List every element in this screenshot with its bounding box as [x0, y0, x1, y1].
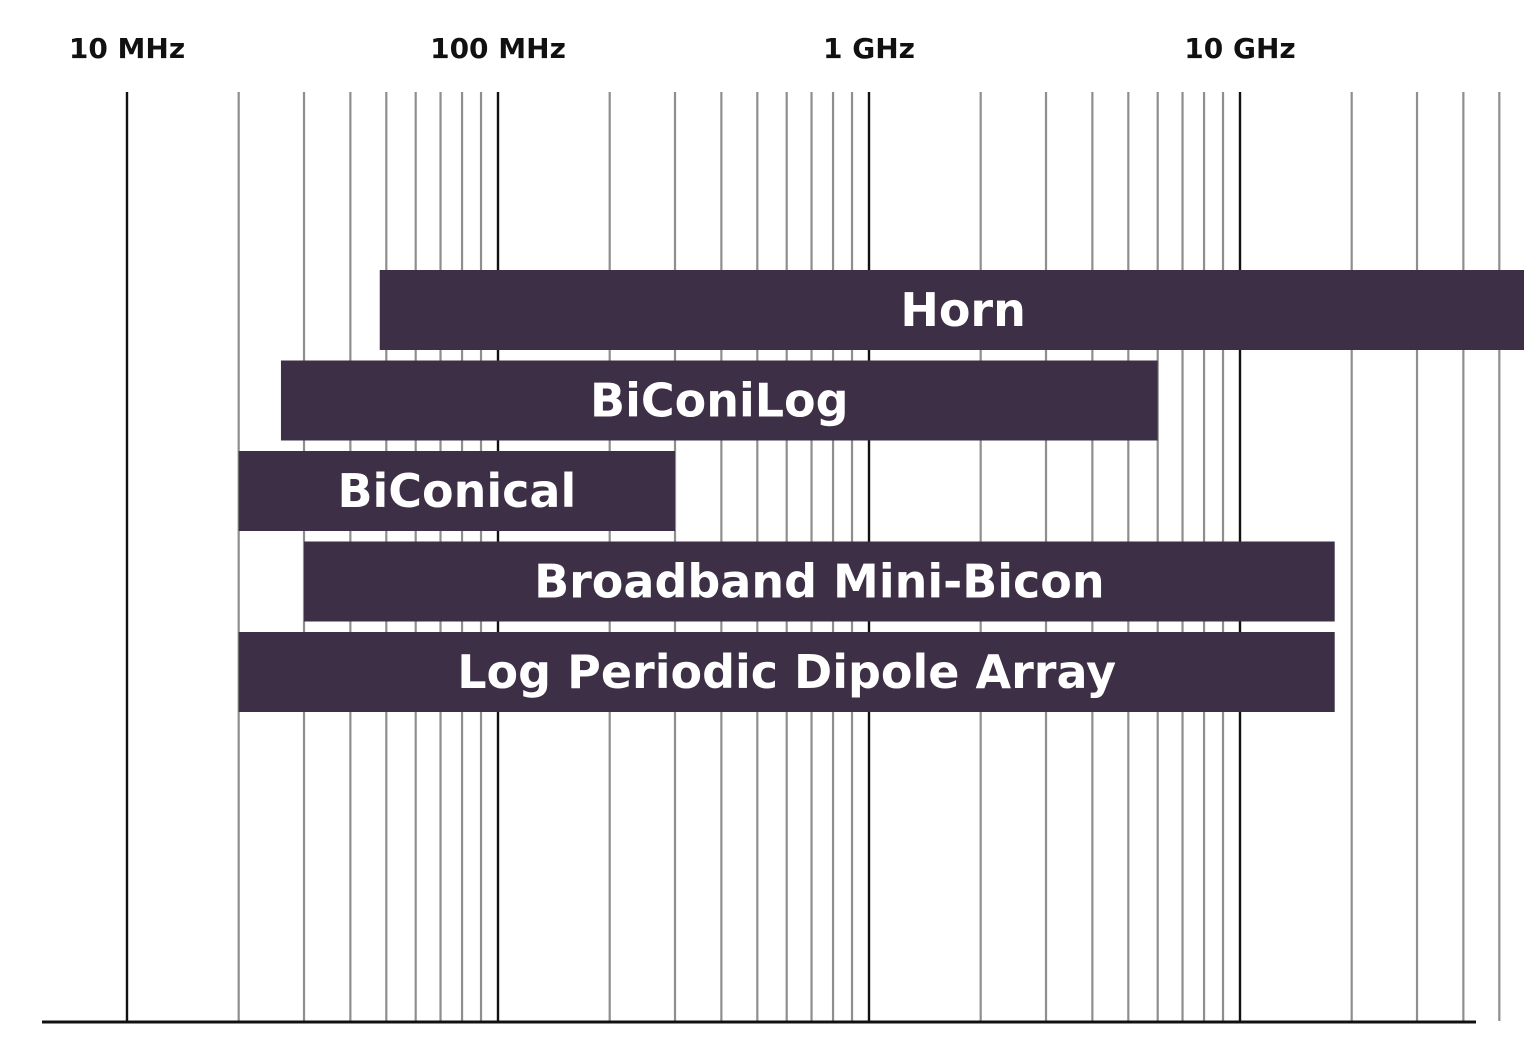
bar [238, 451, 676, 531]
bar [304, 541, 1335, 622]
bar [379, 270, 1524, 350]
x-tick-label: 1 GHz [823, 32, 915, 65]
x-tick-label: 100 MHz [430, 32, 566, 65]
x-tick-label: 10 MHz [69, 32, 185, 65]
bar-label: Log Periodic Dipole Array [457, 645, 1116, 699]
x-tick-labels: 10 MHz 100 MHz 1 GHz 10 GHz [69, 32, 1296, 65]
bar-label: BiConiLog [590, 374, 849, 428]
bar-label: BiConical [337, 464, 576, 518]
bar [238, 632, 1335, 712]
bar [280, 360, 1158, 441]
bar-label: Horn [900, 283, 1026, 337]
bar-label: Broadband Mini-Bicon [534, 555, 1105, 609]
x-tick-label: 10 GHz [1184, 32, 1295, 65]
